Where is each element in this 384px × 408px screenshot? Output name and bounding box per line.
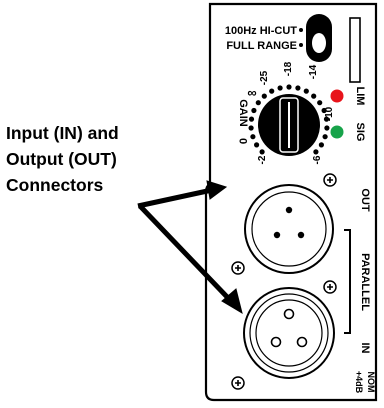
parallel-label: PARALLEL [359,253,371,311]
gain-scale-dot [303,88,309,94]
screw-icon [323,280,337,294]
gain-scale-dot [322,134,328,140]
gain-knob[interactable] [258,94,320,156]
out-connector[interactable] [244,184,334,274]
callout-arrows [137,180,243,315]
gain-scale-dot [259,149,265,155]
hi-cut-switch[interactable] [306,14,332,62]
screw-icon [323,173,337,187]
lim-led [330,89,344,103]
gain-scale-25: -25 [259,70,270,85]
switch-bottom-dot [299,43,303,47]
gain-scale-dot [248,125,254,131]
gain-scale-dot [269,88,275,94]
gain-scale-dot [295,85,301,91]
gain-scale-18: -18 [283,61,294,76]
gain-scale-dot [311,93,317,99]
mounting-screws [231,173,337,390]
gain-scale-14: -14 [308,64,319,79]
gain-scale-dot [277,85,283,91]
panel-slot [349,17,361,83]
gain-scale-dot [321,107,327,114]
gain-scale-2: -2 [257,155,268,164]
callout-line-2: Output (OUT) [6,149,117,169]
gain-scale-dot [324,125,330,131]
gain-scale-dot [261,93,267,99]
gain-scale-inf: ∞ [247,85,256,100]
switch-bottom-label: FULL RANGE [226,40,297,52]
out-label: OUT [359,188,371,212]
callout-line-1: Input (IN) and [6,123,119,143]
nom-label: NOM [366,372,376,393]
gain-scale-6: -6 [312,155,323,164]
gain-scale-0: 0 [238,138,250,144]
callout-text: Input (IN) and Output (OUT) Connectors [6,120,176,198]
sig-label: SIG [354,123,366,142]
gain-scale-dot [318,142,324,148]
level-label: +4dB [354,371,364,394]
gain-scale-dot [286,84,292,90]
gain-scale-dot [254,142,260,148]
screw-icon [231,376,245,390]
gain-label: GAIN [237,99,249,127]
gain-scale-10: -10 [324,106,335,121]
gain-scale-dots [248,84,330,155]
gain-scale-dot [248,116,255,122]
sig-led [330,125,344,139]
gain-scale-dot [317,100,323,106]
in-label: IN [359,343,371,354]
gain-scale-dot [313,149,319,155]
parallel-bracket [344,229,351,334]
lim-label: LIM [354,87,366,106]
in-connector[interactable] [243,287,335,379]
switch-top-label: 100Hz HI-CUT [225,25,297,37]
switch-top-dot [299,28,303,32]
gain-scale-dot [251,107,257,114]
gain-scale-dot [250,134,256,140]
callout-line-3: Connectors [6,175,104,195]
gain-scale-dot [323,116,330,122]
gain-scale-dot [255,100,261,106]
screw-icon [231,261,245,275]
